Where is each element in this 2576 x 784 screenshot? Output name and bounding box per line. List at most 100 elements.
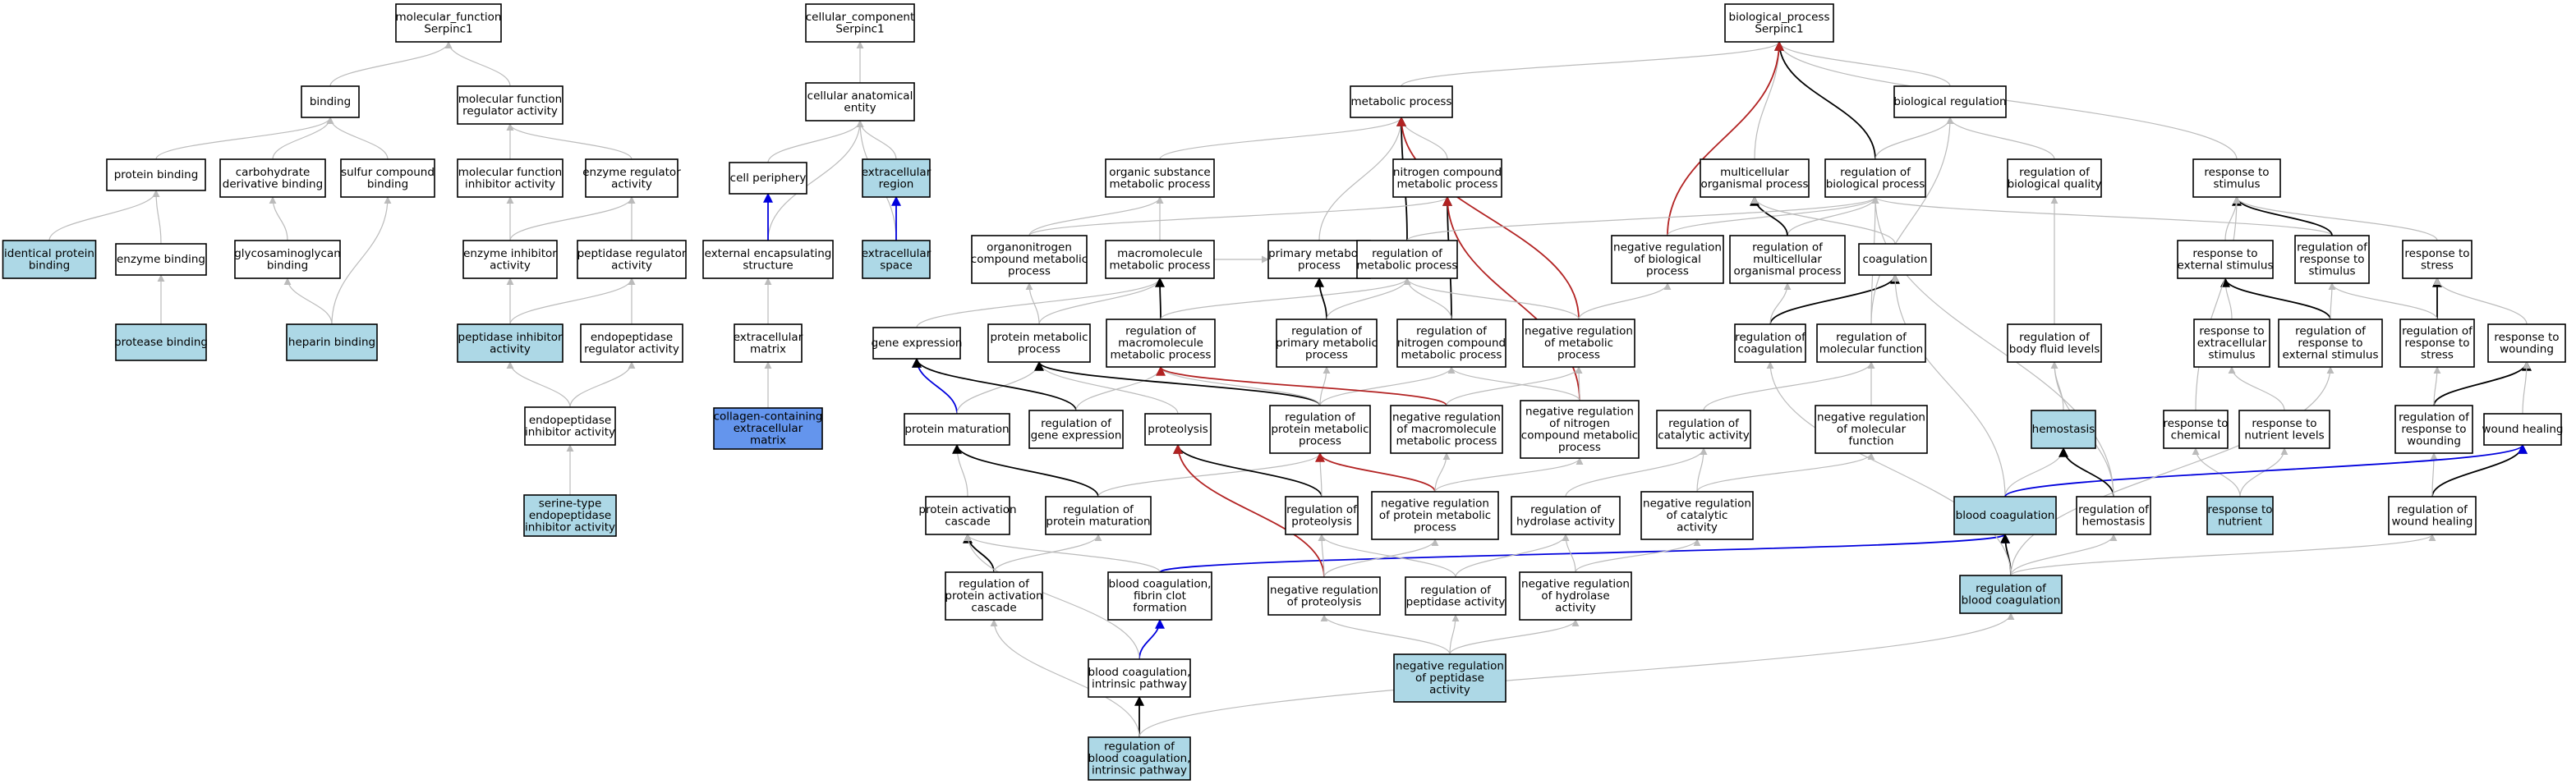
go-term-box bbox=[2399, 319, 2475, 368]
go-term-box bbox=[2177, 240, 2274, 279]
go-term-label: carbohydrate bbox=[236, 166, 310, 179]
go-term-box bbox=[1267, 240, 1371, 279]
go-term-label: of peptidase bbox=[1415, 672, 1484, 685]
relation-edge-red bbox=[1156, 365, 1447, 406]
go-term-label: process bbox=[1305, 349, 1348, 362]
go-term-label: enzyme inhibitor bbox=[463, 247, 557, 260]
go-term-box bbox=[971, 235, 1088, 284]
go-term-label: fibrin clot bbox=[1134, 589, 1186, 603]
go-term-node-blood-coagulation: blood coagulation bbox=[1953, 496, 2057, 535]
relation-edge-gray bbox=[2433, 277, 2528, 325]
go-term-label: activity bbox=[1677, 521, 1718, 534]
go-term-box bbox=[1519, 571, 1632, 621]
go-term-label: metabolic process bbox=[1357, 259, 1458, 272]
relation-edge-gray bbox=[1446, 366, 1583, 406]
go-term-label: sulfur compound bbox=[341, 166, 435, 179]
go-term-box bbox=[1724, 3, 1834, 43]
go-term-label: stress bbox=[2421, 349, 2454, 362]
go-term-label: external stimulus bbox=[2178, 259, 2274, 272]
go-term-label: inhibitor activity bbox=[525, 521, 615, 534]
go-term-label: biological process bbox=[1826, 177, 1925, 190]
go-term-label: nutrient levels bbox=[2244, 429, 2324, 442]
go-term-box bbox=[2483, 413, 2562, 446]
go-term-label: organismal process bbox=[1700, 177, 1808, 190]
relation-edge-black bbox=[952, 443, 1099, 497]
relation-edge-gray bbox=[767, 120, 864, 241]
go-term-label: protein maturation bbox=[1046, 515, 1150, 528]
go-term-label: regulation of bbox=[2019, 166, 2091, 179]
go-term-label: regulation of bbox=[1735, 331, 1806, 344]
go-term-label: inhibitor activity bbox=[525, 425, 615, 438]
go-term-label: regulation of bbox=[1668, 417, 1740, 430]
go-term-label: stimulus bbox=[2308, 265, 2355, 278]
relation-edge-gray bbox=[2010, 534, 2436, 576]
go-term-label: regulation of bbox=[1104, 740, 1175, 754]
relation-edge-gray bbox=[1946, 117, 2055, 160]
relation-edge-black bbox=[1034, 360, 1321, 406]
relation-edge-black bbox=[2433, 360, 2532, 406]
go-term-label: blood coagulation, bbox=[1088, 752, 1191, 765]
go-term-label: hemostasis bbox=[2032, 423, 2095, 436]
go-term-box bbox=[395, 3, 502, 43]
go-term-label: of molecular bbox=[1837, 423, 1907, 436]
go-term-box bbox=[925, 496, 1010, 535]
go-term-label: blood coagulation bbox=[1962, 594, 2061, 607]
go-term-box bbox=[1269, 405, 1371, 454]
relation-edge-gray bbox=[2239, 447, 2288, 497]
go-term-label: regulation of bbox=[2297, 241, 2368, 254]
go-term-label: regulation of bbox=[2295, 325, 2367, 338]
go-term-box bbox=[987, 323, 1091, 363]
go-term-box bbox=[1356, 240, 1458, 279]
go-term-label: binding bbox=[267, 259, 308, 272]
go-term-box bbox=[1959, 575, 2063, 614]
go-term-label: regulation of bbox=[1125, 325, 1197, 338]
go-term-label: binding bbox=[29, 259, 70, 272]
relation-edge-black bbox=[1173, 443, 1322, 497]
go-term-label: gene expression bbox=[1031, 429, 1122, 442]
go-term-box bbox=[2007, 323, 2102, 363]
relation-edge-black bbox=[1750, 195, 1788, 236]
relation-edge-gray bbox=[1097, 452, 1324, 497]
go-term-node-wound-healing: wound healing bbox=[2482, 413, 2564, 446]
go-term-label: binding bbox=[367, 177, 408, 190]
go-term-label: response to bbox=[2298, 337, 2362, 350]
go-term-label: response to bbox=[2401, 423, 2466, 436]
go-term-label: compound metabolic bbox=[1521, 429, 1638, 442]
go-term-label: blood coagulation, bbox=[1088, 666, 1191, 679]
go-term-label: negative regulation bbox=[1525, 405, 1634, 418]
go-term-label: regulation of bbox=[2402, 325, 2473, 338]
go-term-label: macromolecule bbox=[1117, 247, 1203, 260]
relation-edge-gray bbox=[990, 619, 1140, 738]
relation-edge-gray bbox=[1320, 614, 1451, 655]
go-term-label: activity bbox=[1555, 602, 1596, 615]
go-term-label: regulation of bbox=[1416, 325, 1488, 338]
go-term-label: formation bbox=[1133, 602, 1187, 615]
go-term-box bbox=[2294, 235, 2370, 284]
go-term-box bbox=[1285, 496, 1359, 535]
relation-edge-black bbox=[1314, 277, 1327, 320]
go-term-label: nitrogen compound bbox=[1393, 166, 1502, 179]
relation-edge-gray bbox=[1397, 117, 1448, 160]
relation-edge-gray bbox=[1323, 539, 1439, 578]
relation-edge-gray bbox=[1160, 277, 1411, 320]
relation-edge-gray bbox=[1696, 447, 1708, 493]
go-term-label: protein activation bbox=[945, 589, 1042, 603]
go-term-box bbox=[2402, 240, 2472, 279]
go-term-box bbox=[713, 407, 823, 450]
go-term-label: compound metabolic bbox=[971, 253, 1088, 266]
go-term-box bbox=[585, 158, 678, 198]
